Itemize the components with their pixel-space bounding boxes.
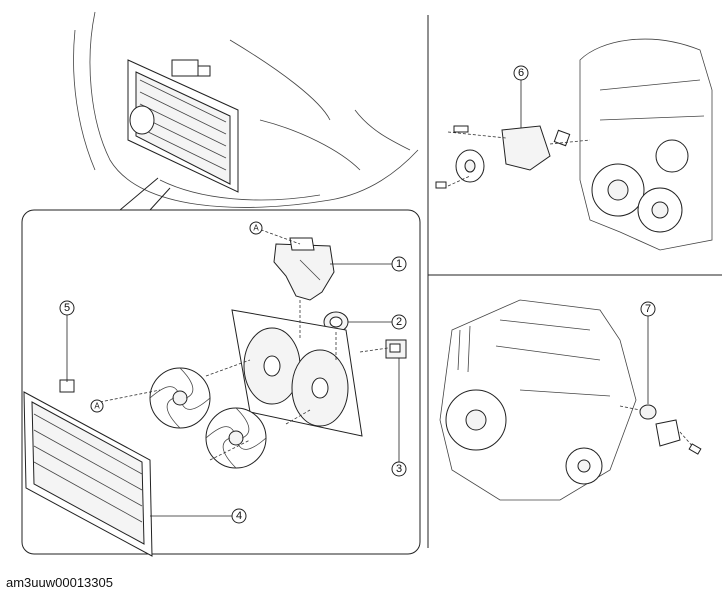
callout-5-text: 5 (64, 302, 70, 314)
thermostat (619, 404, 702, 455)
fan-shroud (231, 309, 363, 437)
figure-code: am3uuw00013305 (6, 575, 113, 590)
reference-marker-bottom-text: A (94, 402, 100, 411)
reference-marker-top-text: A (253, 224, 259, 233)
reference-marker-bottom: A (90, 399, 104, 413)
callout-4-text: 4 (236, 510, 242, 522)
reference-marker-top: A (249, 221, 263, 235)
callout-1: 1 (330, 256, 407, 272)
reservoir-tank (273, 237, 335, 301)
cooling-fan-left (149, 367, 211, 429)
radiator-in-vehicle (127, 59, 239, 193)
callout-2: 2 (348, 314, 407, 330)
cooling-fan-right (205, 407, 267, 469)
callout-3: 3 (391, 358, 407, 477)
radiator-assembly (23, 379, 153, 557)
callout-4: 4 (150, 508, 247, 524)
callout-6-text: 6 (518, 67, 524, 79)
assembly-guides (99, 227, 389, 461)
engine-top-right (579, 38, 713, 251)
callout-6: 6 (513, 65, 529, 128)
engine-bottom-right (439, 299, 637, 501)
callout-5: 5 (59, 300, 75, 382)
callout-7: 7 (640, 301, 656, 404)
callout-7-text: 7 (645, 303, 651, 315)
vehicle-front-sketch (73, 11, 419, 208)
callout-3-text: 3 (396, 463, 402, 475)
water-pump (435, 125, 591, 189)
callout-1-text: 1 (396, 258, 402, 270)
connector-part (385, 339, 407, 359)
exploded-view-frame (21, 209, 421, 555)
callout-2-text: 2 (396, 316, 402, 328)
zoom-lines (119, 177, 171, 211)
